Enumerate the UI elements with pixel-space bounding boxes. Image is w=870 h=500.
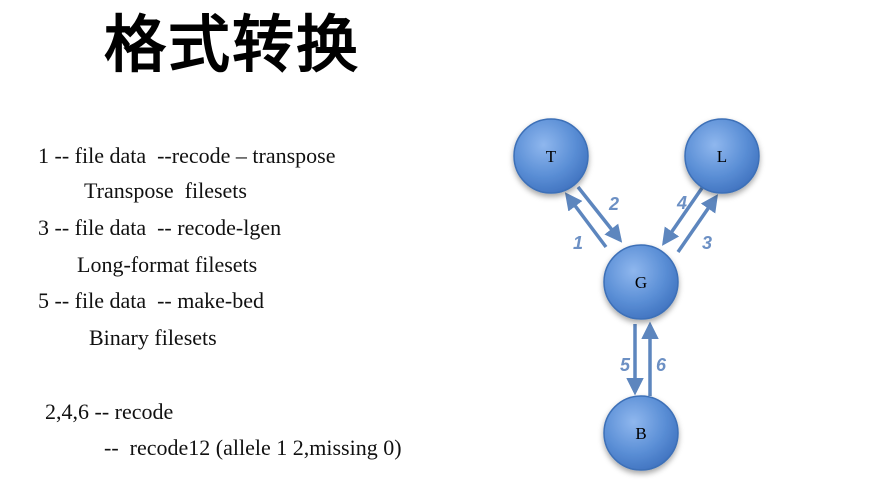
edge-label-3: 3 — [702, 233, 712, 253]
edge-3-l-to-g — [662, 187, 704, 246]
instruction-line-5: 5 -- file data -- make-bed — [38, 288, 264, 313]
instruction-line-8: -- recode12 (allele 1 2,missing 0) — [104, 435, 402, 460]
edge-label-2: 2 — [608, 194, 619, 214]
edge-label-4: 4 — [676, 193, 687, 213]
instruction-line-4: Long-format filesets — [77, 252, 258, 277]
node-b: B — [603, 395, 679, 471]
edge-label-1: 1 — [573, 233, 583, 253]
edge-label-5: 5 — [620, 355, 631, 375]
instruction-line-6: Binary filesets — [89, 325, 217, 350]
instruction-line-1: 1 -- file data --recode – transpose — [38, 143, 336, 168]
node-t: T — [513, 118, 589, 194]
node-l: L — [684, 118, 760, 194]
node-l-label: L — [717, 147, 727, 166]
instruction-list: 1 -- file data --recode – transpose Tran… — [38, 143, 402, 460]
instruction-line-3: 3 -- file data -- recode-lgen — [38, 215, 282, 240]
node-g: G — [603, 244, 679, 320]
node-b-label: B — [635, 424, 646, 443]
edge-2-t-to-g — [576, 185, 623, 243]
instruction-line-2: Transpose filesets — [84, 178, 247, 203]
instruction-line-7: 2,4,6 -- recode — [45, 399, 174, 424]
edge-4-g-to-l — [676, 194, 718, 253]
edge-1-g-to-t — [564, 192, 608, 249]
node-t-label: T — [546, 147, 557, 166]
node-g-label: G — [635, 273, 647, 292]
slide-title: 格式转换 — [104, 8, 361, 81]
edge-label-6: 6 — [656, 355, 667, 375]
